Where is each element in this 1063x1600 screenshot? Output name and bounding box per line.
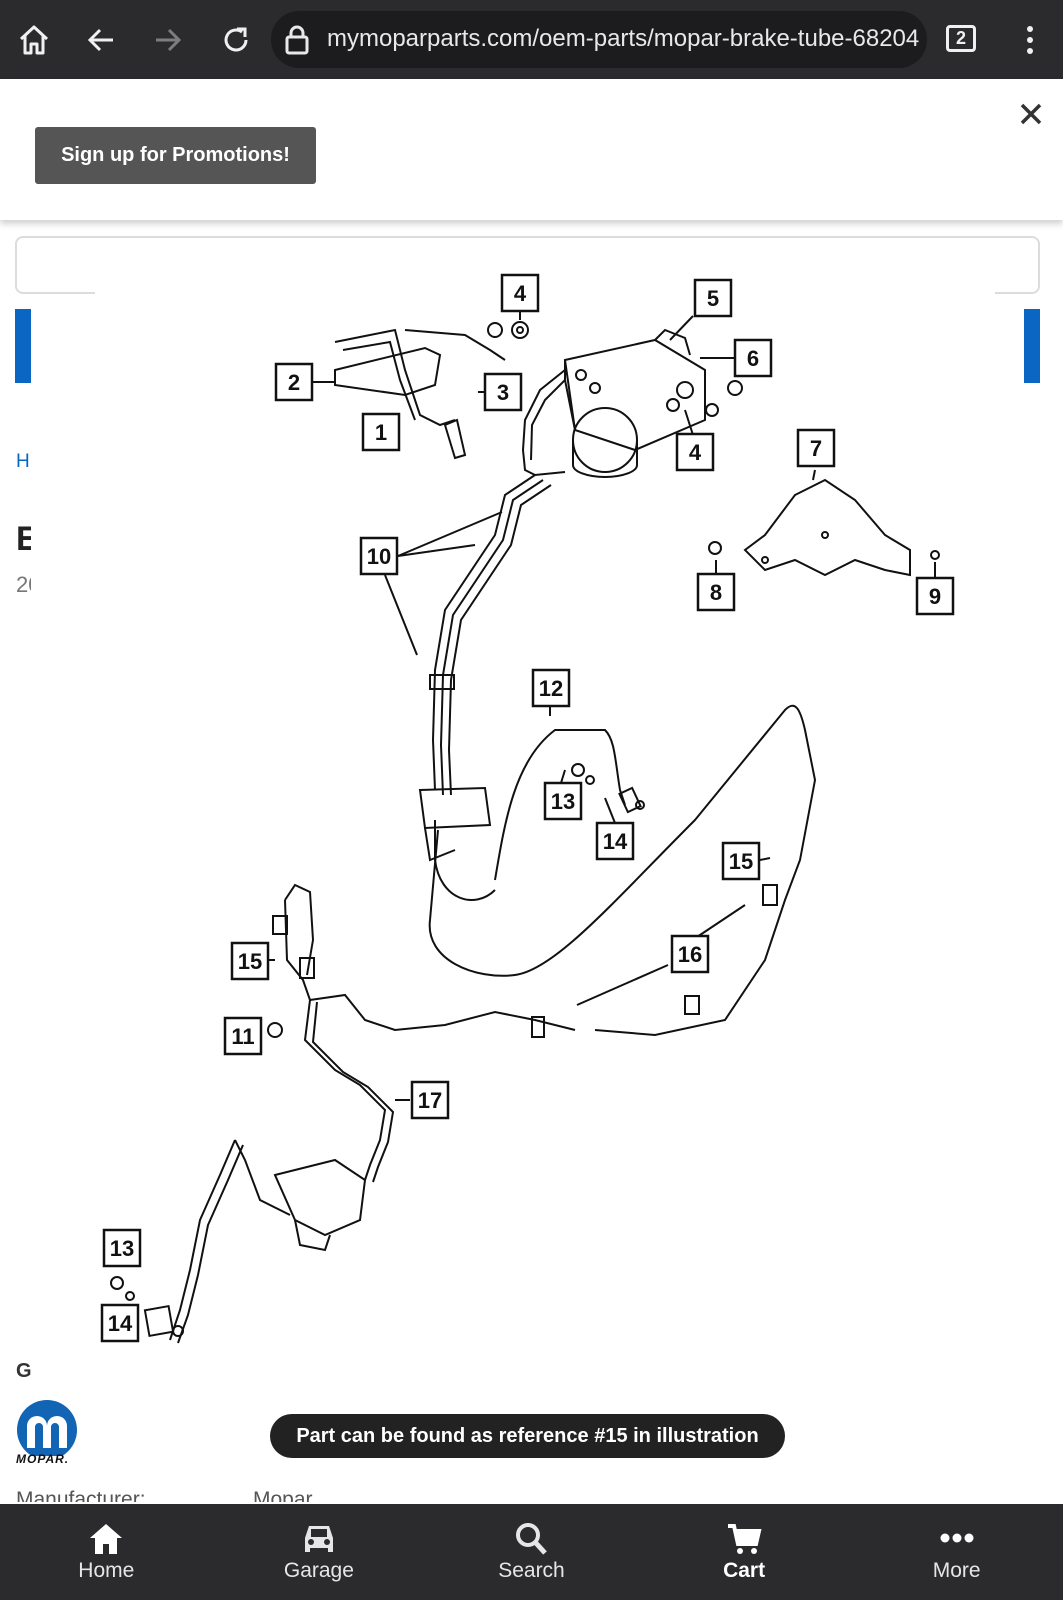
page-accent-bar: [1024, 309, 1040, 383]
callout-15b: 15: [230, 941, 270, 981]
nav-home[interactable]: Home: [0, 1504, 213, 1600]
mopar-logo: [15, 1400, 83, 1468]
svg-text:3: 3: [497, 380, 509, 405]
svg-text:14: 14: [108, 1311, 133, 1336]
manufacturer-value: Mopar: [253, 1488, 313, 1502]
svg-text:4: 4: [514, 281, 527, 306]
home-icon: [90, 1524, 123, 1554]
browser-menu-icon[interactable]: [1020, 24, 1040, 56]
svg-text:14: 14: [603, 829, 628, 854]
svg-text:13: 13: [551, 789, 575, 814]
nav-more[interactable]: More: [850, 1504, 1063, 1600]
lock-icon: [285, 25, 309, 60]
svg-text:2: 2: [288, 370, 300, 395]
nav-cart[interactable]: Cart: [638, 1504, 851, 1600]
svg-text:15: 15: [729, 849, 753, 874]
close-icon[interactable]: [1016, 99, 1046, 129]
svg-text:5: 5: [707, 286, 719, 311]
section-heading: G: [16, 1360, 32, 1382]
page-subtitle: 20: [16, 572, 31, 597]
manufacturer-label: Manufacturer:: [16, 1488, 146, 1502]
svg-text:6: 6: [747, 346, 759, 371]
svg-text:12: 12: [539, 676, 563, 701]
nav-home-label: Home: [78, 1559, 135, 1582]
callout-17: 17: [410, 1080, 450, 1120]
bottom-nav: Home Garage Search Cart More: [0, 1504, 1063, 1600]
browser-toolbar: mymoparparts.com/oem-parts/mopar-brake-t…: [0, 0, 1063, 79]
callout-12: 12: [531, 668, 571, 708]
svg-text:8: 8: [710, 580, 722, 605]
callout-7: 7: [796, 428, 836, 468]
callout-15: 15: [721, 841, 761, 881]
nav-search-label: Search: [498, 1559, 565, 1582]
cart-icon: [728, 1524, 762, 1554]
search-icon: [516, 1523, 548, 1555]
callout-1: 1: [361, 412, 401, 452]
parts-illustration[interactable]: 1 2 3 4 5 6 4 7 8 9 10 12 13 14 15 16 15…: [95, 260, 995, 1385]
callout-10: 10: [359, 536, 399, 576]
url-text: mymoparparts.com/oem-parts/mopar-brake-t…: [327, 25, 920, 52]
back-arrow-icon[interactable]: [79, 18, 123, 62]
svg-text:9: 9: [929, 584, 941, 609]
promo-banner: Sign up for Promotions!: [0, 79, 1063, 220]
manufacturer-row: Manufacturer: Mopar: [16, 1488, 1046, 1502]
home-icon[interactable]: [12, 18, 56, 62]
reference-toast: Part can be found as reference #15 in il…: [270, 1414, 785, 1458]
callout-14b: 14: [100, 1303, 140, 1343]
address-bar[interactable]: mymoparparts.com/oem-parts/mopar-brake-t…: [271, 11, 927, 68]
svg-text:4: 4: [689, 440, 702, 465]
svg-text:15: 15: [238, 949, 262, 974]
nav-cart-label: Cart: [723, 1559, 766, 1582]
callout-3: 3: [483, 372, 523, 412]
more-icon: [940, 1533, 974, 1543]
callout-4b: 4: [675, 432, 715, 472]
nav-search[interactable]: Search: [425, 1504, 638, 1600]
promotions-signup-button[interactable]: Sign up for Promotions!: [35, 127, 316, 184]
svg-text:11: 11: [231, 1024, 254, 1049]
callout-16: 16: [670, 934, 710, 974]
callout-4: 4: [500, 273, 540, 313]
callout-9: 9: [915, 576, 955, 616]
callout-5: 5: [693, 278, 733, 318]
breadcrumb[interactable]: H: [16, 451, 30, 472]
callout-14: 14: [595, 821, 635, 861]
callout-13b: 13: [102, 1228, 142, 1268]
svg-text:7: 7: [810, 436, 822, 461]
svg-text:13: 13: [110, 1236, 134, 1261]
callout-8: 8: [696, 572, 736, 612]
page-accent-bar: [15, 309, 31, 383]
page-title: E: [16, 520, 31, 558]
nav-garage-label: Garage: [283, 1559, 354, 1582]
car-icon: [304, 1526, 333, 1552]
svg-text:1: 1: [375, 420, 387, 445]
callout-2: 2: [274, 362, 314, 402]
callout-6: 6: [733, 338, 773, 378]
callout-11: 11: [223, 1016, 263, 1056]
forward-arrow-icon[interactable]: [146, 18, 190, 62]
svg-text:17: 17: [418, 1088, 442, 1113]
svg-text:16: 16: [678, 942, 702, 967]
callout-13: 13: [543, 781, 583, 821]
nav-more-label: More: [932, 1559, 981, 1582]
reload-icon[interactable]: [214, 18, 258, 62]
tab-switcher-button[interactable]: 2: [946, 25, 976, 52]
svg-text:10: 10: [367, 544, 391, 569]
nav-garage[interactable]: Garage: [213, 1504, 426, 1600]
mopar-wordmark: MOPAR.: [16, 1452, 70, 1466]
